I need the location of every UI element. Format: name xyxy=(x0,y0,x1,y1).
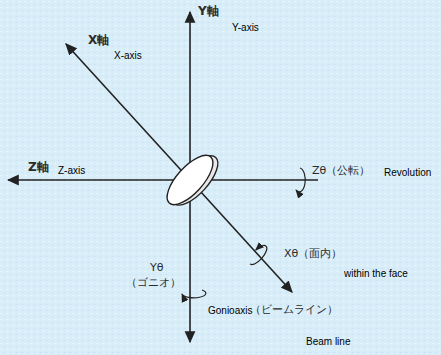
axis-name: X軸 xyxy=(88,34,109,48)
axis-name: Z軸 xyxy=(28,161,49,175)
rotation-arrow xyxy=(182,290,206,298)
y-axis-line xyxy=(189,180,191,342)
rotation-name: Xθ（面内） xyxy=(284,248,342,261)
beam-line xyxy=(190,180,292,292)
beam-line-name-en: Beam line xyxy=(306,336,350,348)
rotation-name: Yθ xyxy=(150,262,163,275)
axis-name-en: Z-axis xyxy=(58,165,85,177)
rotation-name-en: Gonioaxis xyxy=(208,305,252,317)
rotation-name: （ゴニオ） xyxy=(126,277,181,290)
x-axis-line xyxy=(66,44,190,180)
rotation-name-en: Revolution xyxy=(384,167,431,179)
rotation-arrow xyxy=(246,243,269,268)
axis-name-en: X-axis xyxy=(114,50,142,62)
beam-line-name: （ビームライン） xyxy=(250,304,338,317)
axis-name-en: Y-axis xyxy=(232,22,259,34)
rotation-name-en: within the face xyxy=(344,268,408,280)
axis-name: Y軸 xyxy=(198,5,219,19)
rotation-arrow xyxy=(296,168,305,192)
rotation-name: Zθ（公転） xyxy=(312,165,370,178)
z-axis-line xyxy=(8,179,190,181)
y-axis-line xyxy=(189,12,191,180)
sample-disc xyxy=(160,146,226,214)
